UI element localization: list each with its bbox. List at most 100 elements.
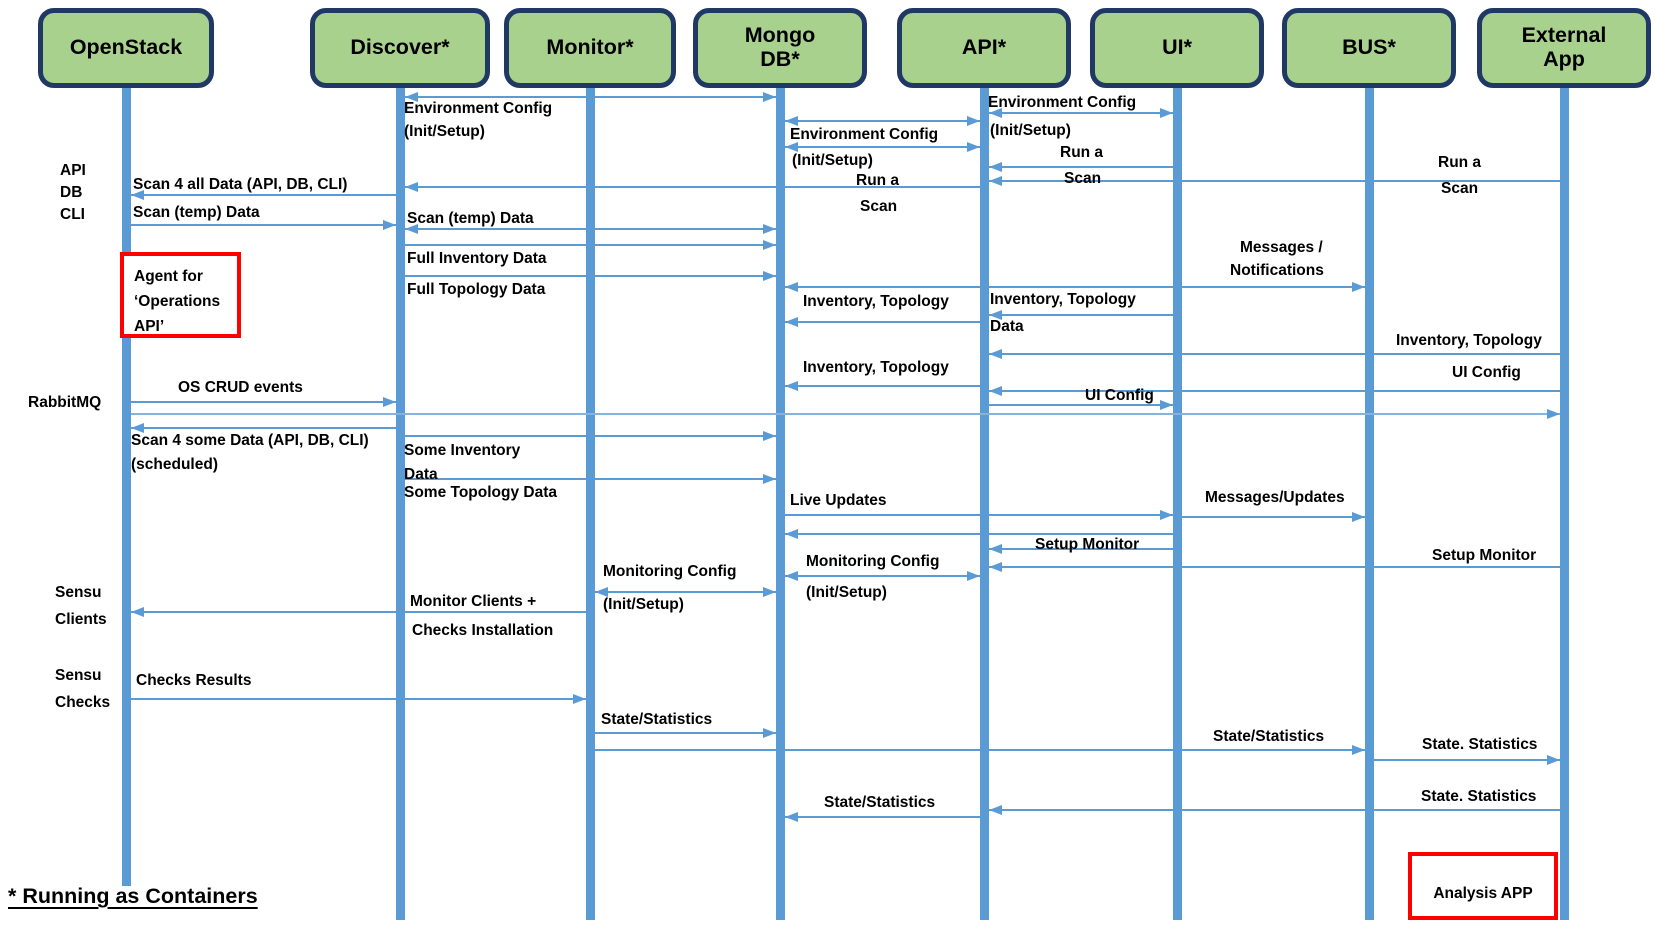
message-label: Environment Config [790,126,939,143]
message-label: Scan 4 some Data (API, DB, CLI) [131,432,369,449]
message-line-discover-to-openstack [130,194,396,196]
arrowhead-right-icon [1351,511,1365,522]
message-label: Monitoring Config [603,563,737,580]
message-line-ui-to-api [988,112,1173,114]
arrowhead-right-icon [1159,107,1173,118]
message-label: State/Statistics [824,794,936,811]
arrowhead-left-icon [988,309,1002,320]
message-line-openstack-to-discover [130,224,396,226]
message-label: Scan [1064,170,1102,187]
message-line-monitor-to-mongodb [594,591,776,593]
message-line-mongodb-to-discover [404,96,776,98]
message-line-bus-to-external [1373,759,1560,761]
arrowhead-right-icon [1351,744,1365,755]
lifeline-discover [395,85,405,920]
message-label: (Init/Setup) [792,152,873,169]
message-label: UI Config [1085,387,1154,404]
message-label: (Init/Setup) [603,596,684,613]
message-label: (Init/Setup) [990,122,1071,139]
arrowhead-left-icon [404,223,418,234]
message-line-api-to-mongodb [784,385,980,387]
message-label: Environment Config [404,100,553,117]
message-label: Checks Installation [412,622,554,639]
arrowhead-right-icon [1159,399,1173,410]
message-label: Inventory, Topology [803,359,949,376]
message-label: Monitoring Config [806,553,940,570]
message-label: (Init/Setup) [404,123,485,140]
actor-box-external: External App [1477,8,1651,88]
message-line-discover-to-mongodb [404,435,776,437]
arrowhead-left-icon [988,385,1002,396]
side-label-openstack-interfaces: API [60,162,86,179]
arrowhead-right-icon [1351,281,1365,292]
message-label: Run a [856,172,900,189]
message-label: Full Topology Data [407,281,546,298]
message-label: Checks Results [136,672,252,689]
side-label-sensu-checks: Sensu [55,667,102,684]
message-line-api-to-discover [404,186,980,188]
message-label: Notifications [1230,262,1324,279]
message-line-monitor-to-bus [594,749,1365,751]
arrowhead-right-icon [762,91,776,102]
message-label: Inventory, Topology [990,291,1136,308]
message-line-ui-to-api [988,314,1173,316]
message-label: OS CRUD events [178,379,303,396]
message-line-external-to-api [988,809,1560,811]
message-label: (Init/Setup) [806,584,887,601]
lifeline-external [1559,85,1569,920]
side-label-sensu-clients: Sensu [55,584,102,601]
message-label: Scan [1441,180,1479,197]
arrowhead-right-icon [762,270,776,281]
arrowhead-right-icon [762,473,776,484]
arrowhead-right-icon [762,586,776,597]
footnote-running-as-containers: * Running as Containers [8,884,258,908]
arrowhead-right-icon [1546,408,1560,419]
arrowhead-right-icon [1546,754,1560,765]
message-line-ui-to-api [988,166,1173,168]
actor-box-monitor: Monitor* [504,8,676,88]
message-label: State/Statistics [601,711,713,728]
arrowhead-left-icon [784,141,798,152]
message-label: Messages / [1240,239,1323,256]
message-line-discover-to-mongodb [404,244,776,246]
message-line-external-to-api [988,353,1560,355]
arrowhead-left-icon [404,181,418,192]
annotation-agent-operations-api: Agent for ‘Operations API’ [120,252,241,338]
arrowhead-right-icon [1159,509,1173,520]
message-label: Live Updates [790,492,887,509]
arrowhead-left-icon [404,91,418,102]
actor-box-openstack: OpenStack [38,8,214,88]
annotation-analysis-app: Analysis APP [1408,852,1558,920]
arrowhead-left-icon [784,570,798,581]
actor-box-mongodb: Mongo DB* [693,8,867,88]
message-label: Some Topology Data [404,484,558,501]
arrowhead-left-icon [784,281,798,292]
arrowhead-left-icon [988,804,1002,815]
arrowhead-left-icon [988,161,1002,172]
message-label: State. Statistics [1422,736,1538,753]
message-line-openstack-to-external [130,413,1560,415]
lifeline-monitor [585,85,595,920]
message-line-openstack-to-monitor [130,698,586,700]
message-label: Run a [1060,144,1104,161]
arrowhead-left-icon [988,348,1002,359]
message-line-ui-to-bus [1181,516,1365,518]
side-label-rabbitmq: RabbitMQ [28,394,102,411]
message-line-discover-to-mongodb [404,275,776,277]
message-line-monitor-to-mongodb [594,732,776,734]
message-label: Scan 4 all Data (API, DB, CLI) [133,176,348,193]
message-line-external-to-api [988,180,1560,182]
arrowhead-left-icon [784,380,798,391]
lifeline-bus [1364,85,1374,920]
message-label: Run a [1438,154,1482,171]
message-label: Setup Monitor [1432,547,1537,564]
arrowhead-right-icon [966,115,980,126]
arrowhead-left-icon [988,107,1002,118]
arrowhead-left-icon [784,528,798,539]
actor-box-api: API* [897,8,1071,88]
message-line-openstack-to-discover [130,401,396,403]
message-line-ui-to-mongodb [784,533,1173,535]
arrowhead-left-icon [130,189,144,200]
side-label-sensu-checks: Checks [55,694,111,711]
